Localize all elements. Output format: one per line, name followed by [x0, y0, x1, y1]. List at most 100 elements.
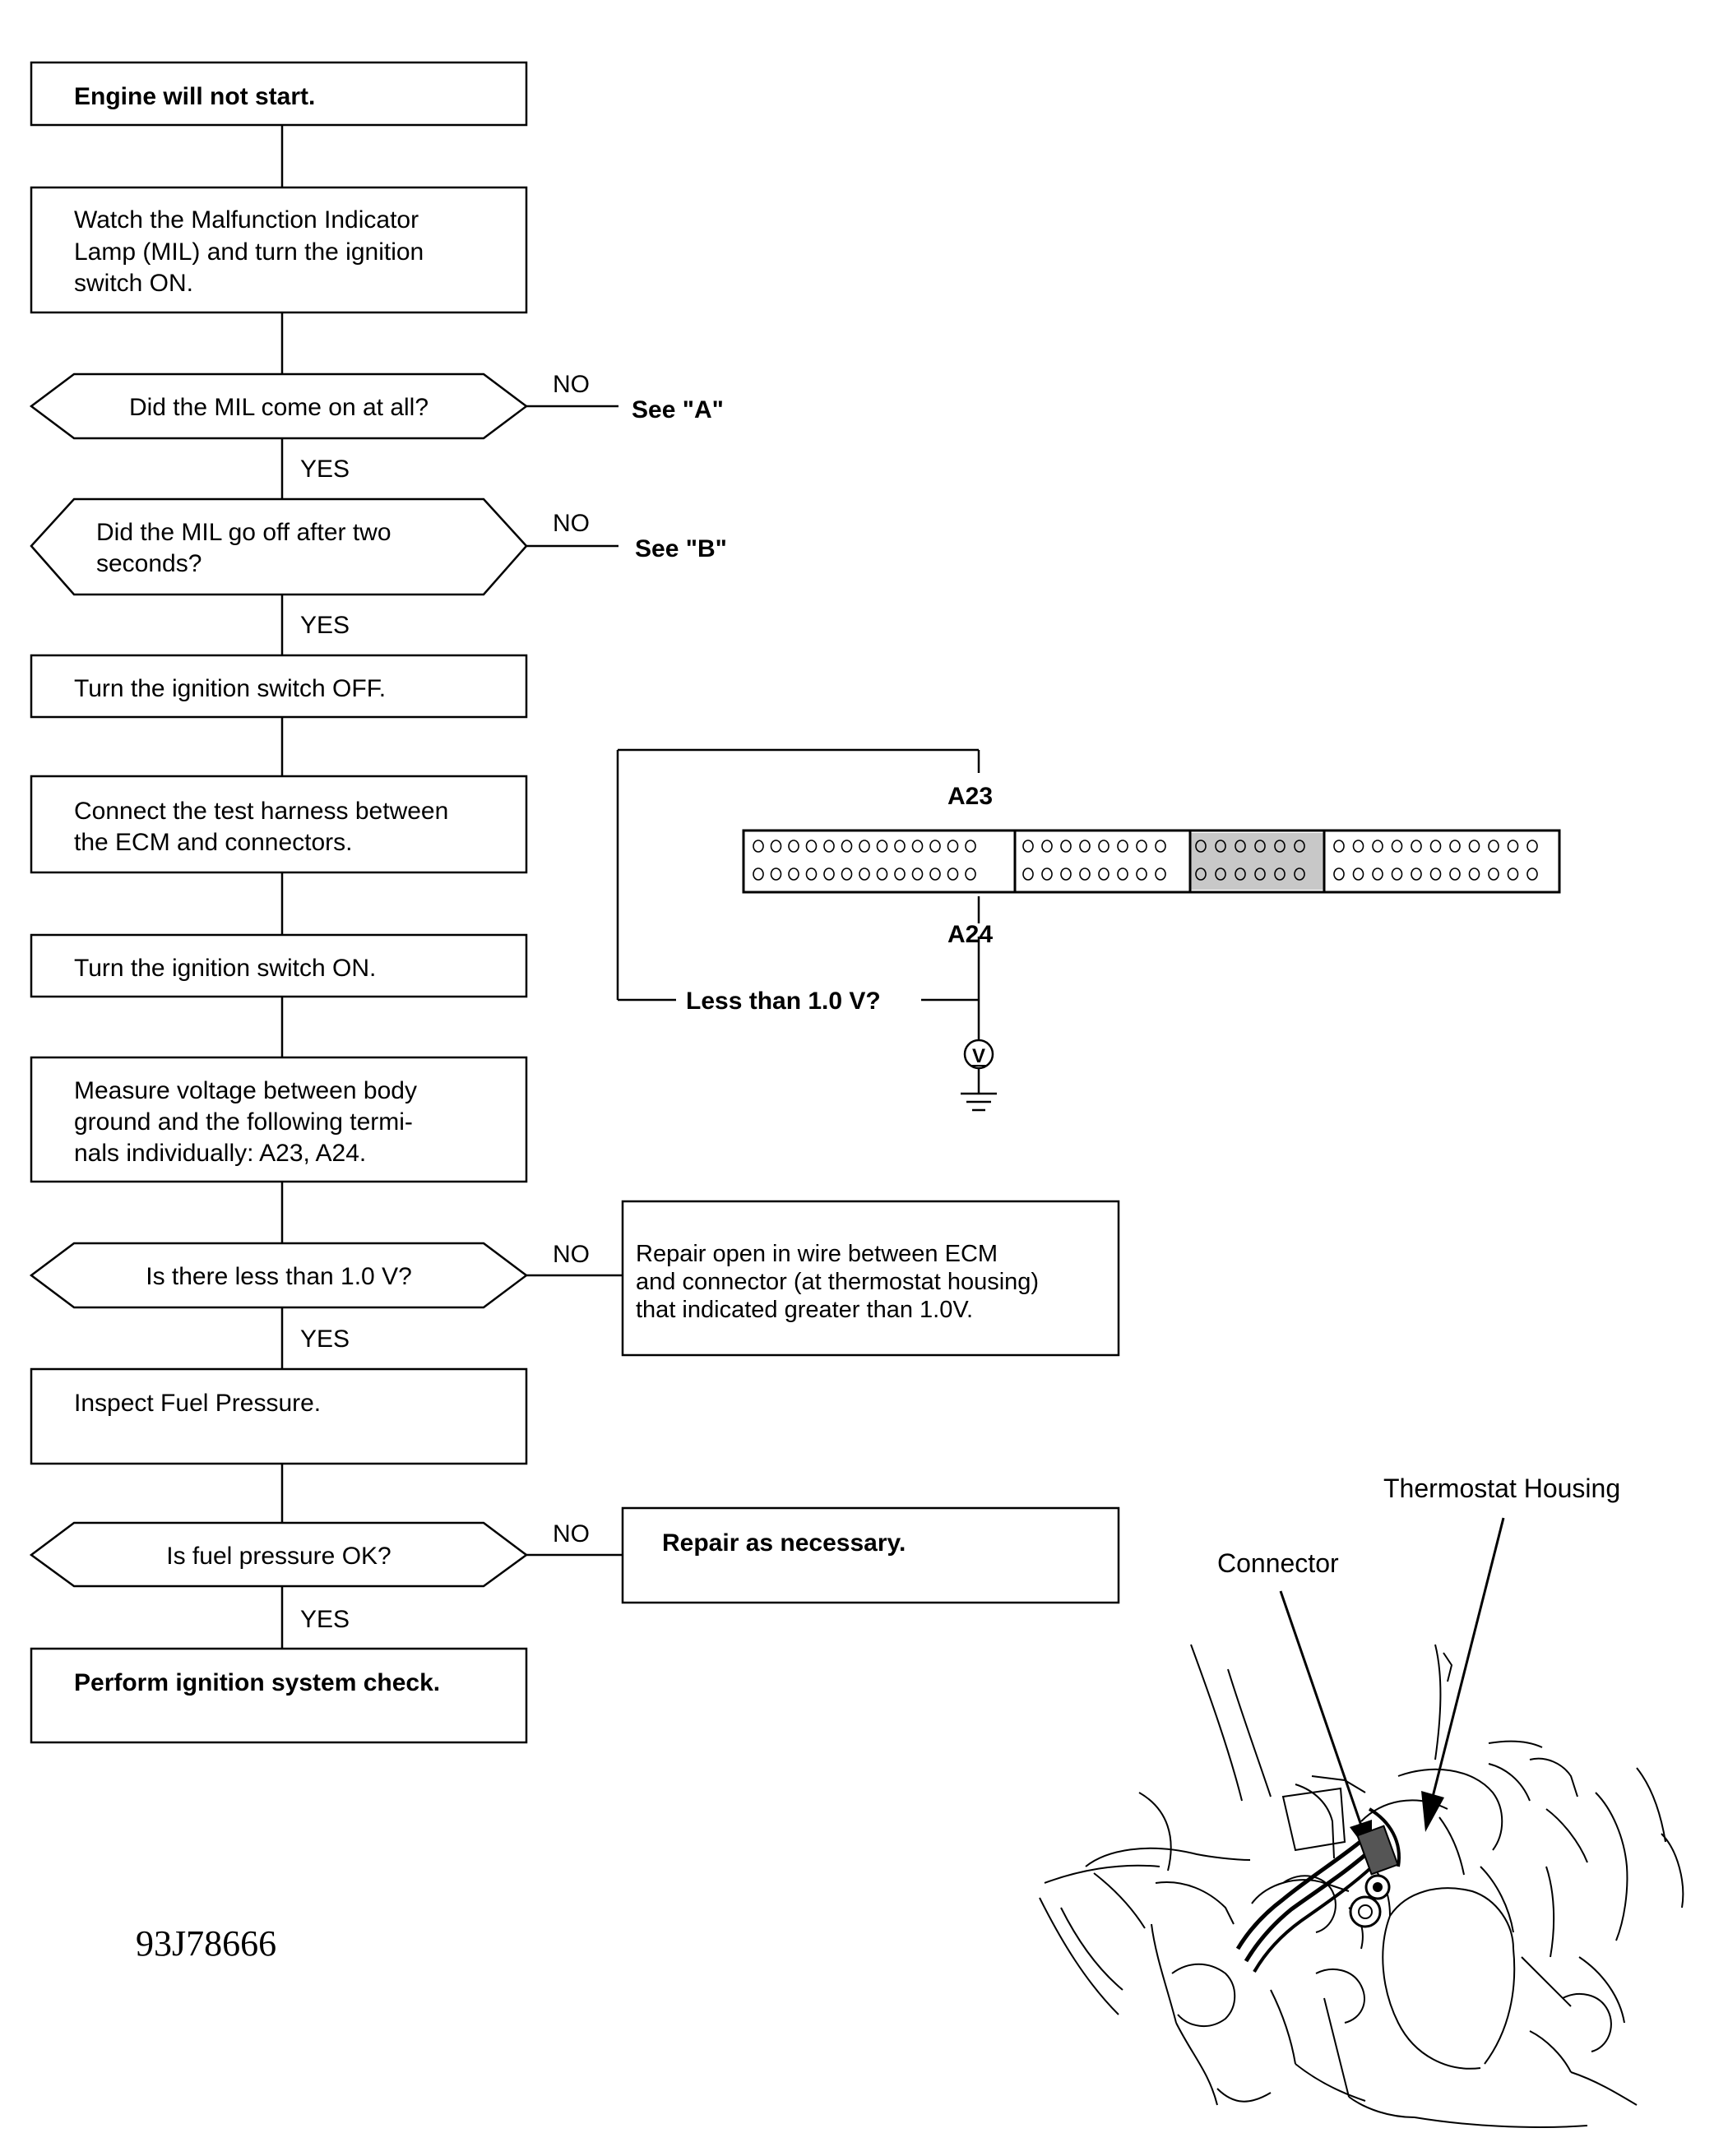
ecm-connector-diagram: A23 A24 Less than 1.0 V? V — [616, 748, 1561, 1112]
voltmeter-symbol: V — [972, 1045, 985, 1067]
connector-pin-hole — [876, 840, 888, 853]
watch-mil-box: Watch the Malfunction Indicator Lamp (MI… — [30, 186, 528, 314]
engine-illustration: Thermostat Housing Connector — [1039, 1474, 1684, 2128]
question-fuel-text: Is fuel pressure OK? — [166, 1543, 391, 1570]
connector-pin-hole — [1449, 840, 1461, 853]
fuel-pressure-box: Inspect Fuel Pressure. — [30, 1367, 528, 1465]
connector-pin-hole — [1411, 867, 1422, 881]
connector-pin-hole — [1254, 840, 1266, 853]
repair-open-line-1: Repair open in wire between ECM — [636, 1241, 998, 1267]
connector-pin-hole — [1022, 867, 1034, 881]
question-fuel: Is fuel pressure OK? — [29, 1521, 529, 1588]
connector-pin-hole — [911, 867, 924, 881]
question-voltage: Is there less than 1.0 V? — [29, 1242, 529, 1309]
see-a-label: See "A" — [632, 396, 724, 423]
connector-pin-hole — [1098, 867, 1110, 881]
connector-pin-hole — [1235, 867, 1246, 881]
question-mil-off-line-1: Did the MIL go off after two — [96, 519, 391, 546]
connector-pin-hole — [1429, 840, 1442, 853]
connector-pin-hole — [1488, 840, 1499, 853]
yes-label-q3: YES — [300, 1326, 350, 1353]
final-text: Perform ignition system check. — [74, 1669, 440, 1696]
repair-open-line-2: and connector (at thermostat housing) — [636, 1269, 1039, 1295]
connect-harness-line-2: the ECM and connectors. — [74, 829, 353, 856]
question-mil-on-text: Did the MIL come on at all? — [129, 394, 429, 421]
connector-pin-hole — [841, 840, 853, 853]
repair-as-necessary-box: Repair as necessary. — [621, 1506, 1120, 1604]
yes-label-q2: YES — [300, 612, 350, 639]
connector-pin-hole — [911, 840, 924, 853]
connector-pin-hole — [859, 840, 870, 853]
repair-open-box: Repair open in wire between ECM and conn… — [621, 1200, 1120, 1357]
connector-pin-hole — [1136, 867, 1147, 881]
no-label-q1: NO — [553, 371, 590, 398]
measure-voltage-line-2: ground and the following termi- — [74, 1108, 413, 1136]
measure-voltage-line-3: nals individually: A23, A24. — [74, 1140, 366, 1167]
connector-pin-hole — [823, 840, 835, 853]
connector-pin-hole — [1507, 840, 1519, 853]
thermostat-housing-label: Thermostat Housing — [1383, 1474, 1620, 1503]
no-label-q4: NO — [553, 1520, 590, 1548]
connector-pin-hole — [1468, 867, 1480, 881]
connector-pin-hole — [965, 867, 976, 881]
shaded-section — [1190, 833, 1324, 890]
connector-pin-hole — [1155, 840, 1166, 853]
connector-pin-hole — [876, 867, 888, 881]
start-text: Engine will not start. — [74, 83, 315, 110]
connector-pins — [753, 840, 1538, 881]
connector-pin-hole — [1254, 867, 1266, 881]
ecm-connector-block — [742, 829, 1561, 894]
connector-pin-hole — [1352, 867, 1364, 881]
measure-voltage-line-1: Measure voltage between body — [74, 1077, 417, 1104]
connector-pin-hole — [770, 867, 782, 881]
connector-pin-hole — [788, 867, 799, 881]
connector-pin-hole — [947, 867, 959, 881]
connector-pin-hole — [1022, 840, 1034, 853]
connector-pin-hole — [1294, 840, 1305, 853]
pin-a24-label: A24 — [947, 921, 993, 948]
connector-pin-hole — [1352, 840, 1364, 853]
repair-as-necessary-text: Repair as necessary. — [662, 1529, 906, 1557]
connector-pin-hole — [1060, 840, 1072, 853]
fuel-pressure-text: Inspect Fuel Pressure. — [74, 1390, 321, 1417]
connector-pin-hole — [1215, 840, 1226, 853]
connector-pin-hole — [929, 867, 941, 881]
connector-pin-hole — [1195, 840, 1207, 853]
connector-pin-hole — [1294, 867, 1305, 881]
watch-mil-line-1: Watch the Malfunction Indicator — [74, 206, 419, 234]
final-box: Perform ignition system check. — [30, 1647, 528, 1744]
connector-pin-hole — [1235, 840, 1246, 853]
voltmeter-icon: V — [963, 1039, 994, 1070]
ignition-on-box: Turn the ignition switch ON. — [30, 933, 528, 998]
connector-pin-hole — [753, 840, 764, 853]
start-box: Engine will not start. — [30, 61, 528, 127]
no-label-q3: NO — [553, 1241, 590, 1268]
connector-pin-hole — [1429, 867, 1442, 881]
connector-pin-hole — [1136, 840, 1147, 853]
connector-pin-hole — [1117, 867, 1128, 881]
engine-line-art — [1039, 1644, 1684, 2128]
connector-pin-hole — [788, 840, 799, 853]
yes-label-q4: YES — [300, 1606, 350, 1633]
connector-pin-hole — [1526, 840, 1538, 853]
question-mil-off-line-2: seconds? — [96, 550, 202, 577]
connector-pin-hole — [1333, 867, 1345, 881]
connector-pin-hole — [1526, 867, 1538, 881]
connector-pin-hole — [805, 867, 818, 881]
connector-pin-hole — [1215, 867, 1226, 881]
connector-pin-hole — [841, 867, 853, 881]
question-mil-off: Did the MIL go off after two seconds? — [30, 497, 528, 596]
connector-pin-hole — [859, 867, 870, 881]
connector-pin-hole — [753, 867, 764, 881]
connector-pin-hole — [1274, 867, 1286, 881]
question-mil-on: Did the MIL come on at all? — [29, 372, 529, 440]
ignition-off-text: Turn the ignition switch OFF. — [74, 675, 386, 702]
watch-mil-line-3: switch ON. — [74, 270, 193, 297]
connector-pin-hole — [805, 840, 818, 853]
connector-pin-hole — [1098, 840, 1110, 853]
ground-icon — [961, 1068, 997, 1112]
connector-pin-hole — [894, 840, 906, 853]
flow-connector-lines — [280, 125, 623, 1649]
